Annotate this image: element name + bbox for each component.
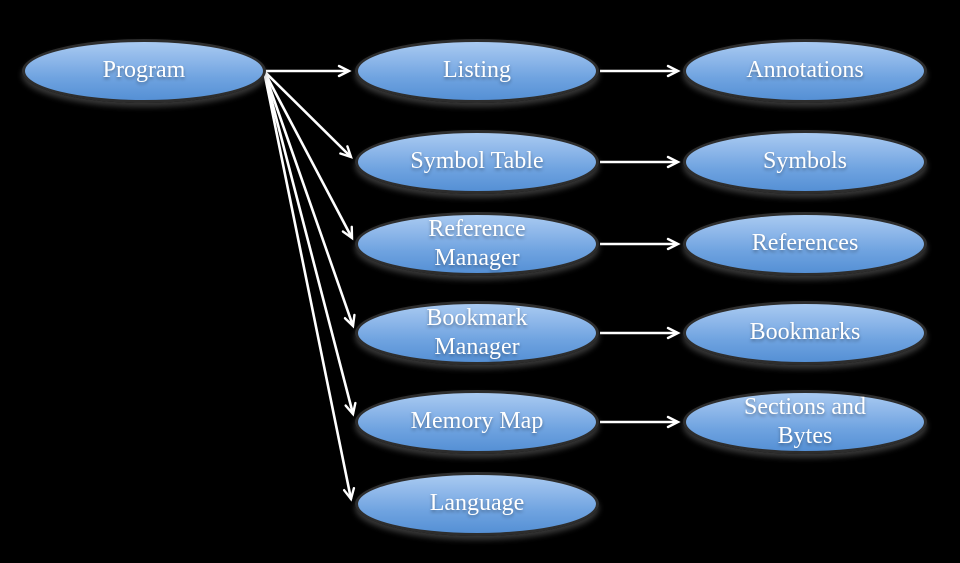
node-label-symbols: Symbols	[762, 148, 848, 175]
node-label-memory-map: Memory Map	[410, 408, 544, 435]
node-program: Program	[22, 39, 266, 103]
node-symbols: Symbols	[683, 130, 927, 194]
node-language: Language	[355, 472, 599, 536]
node-label-reference-manager: Reference Manager	[428, 215, 526, 271]
node-label-sections-and-bytes: Sections and Bytes	[744, 393, 866, 449]
node-memory-map: Memory Map	[355, 390, 599, 454]
node-bookmarks: Bookmarks	[683, 301, 927, 365]
node-label-language: Language	[429, 490, 525, 517]
node-label-annotations: Annotations	[746, 57, 864, 84]
node-bookmark-manager: Bookmark Manager	[355, 301, 599, 365]
edge-program-symbol-table	[263, 70, 353, 159]
node-reference-manager: Reference Manager	[355, 212, 599, 276]
node-label-program: Program	[102, 57, 186, 84]
node-label-references: References	[751, 230, 859, 257]
node-sections-and-bytes: Sections and Bytes	[683, 390, 927, 454]
edge-program-language	[262, 70, 356, 502]
node-label-bookmark-manager: Bookmark Manager	[426, 304, 528, 360]
node-annotations: Annotations	[683, 39, 927, 103]
node-listing: Listing	[355, 39, 599, 103]
node-symbol-table: Symbol Table	[355, 130, 599, 194]
node-label-bookmarks: Bookmarks	[749, 319, 861, 346]
node-label-symbol-table: Symbol Table	[410, 148, 544, 175]
edge-program-reference-manager	[262, 70, 354, 241]
node-references: References	[683, 212, 927, 276]
node-label-listing: Listing	[442, 57, 511, 84]
edge-program-memory-map	[262, 70, 357, 417]
edge-program-bookmark-manager	[262, 70, 356, 329]
